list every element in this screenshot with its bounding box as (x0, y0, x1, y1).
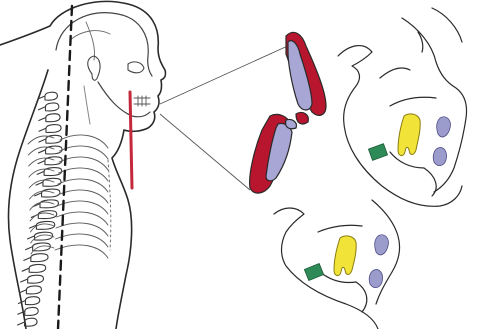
vertebra (28, 275, 44, 283)
teeth-row (134, 96, 150, 106)
red-plumb-line (130, 92, 132, 188)
vertebra (26, 286, 41, 294)
tendon-upper (296, 112, 308, 124)
connector-bottom (160, 114, 250, 190)
vertebra (35, 232, 53, 240)
pad-lower-1 (375, 235, 389, 255)
spinous-process (22, 268, 29, 271)
spinous-process (39, 128, 46, 131)
vertebra (45, 92, 58, 100)
profile-upper-lip-bottom (390, 152, 424, 168)
spinous-process (38, 161, 45, 164)
eye-socket (128, 62, 144, 73)
pad-upper-2 (433, 148, 446, 166)
sternum (108, 160, 111, 250)
spinous-process (39, 150, 46, 153)
vertebra (29, 264, 46, 272)
profile-lower-chin (356, 282, 367, 312)
vertebra (25, 318, 38, 326)
pad-lower-2 (369, 270, 382, 288)
band-upper (368, 144, 387, 161)
vertebra (40, 200, 58, 208)
profile-lower-lip-top (318, 225, 362, 232)
connector-top (160, 44, 292, 104)
spinous-process (18, 322, 25, 325)
rib-back (30, 202, 54, 210)
rib-cage (28, 135, 108, 258)
spinous-process (19, 290, 26, 293)
face-profile-closed-mouth-icon (274, 200, 400, 329)
spinous-process (26, 247, 33, 250)
spinous-process (37, 171, 44, 174)
spinous-process (39, 118, 46, 121)
vertebra (43, 178, 61, 186)
vertebra (46, 125, 61, 133)
spinous-process (24, 257, 31, 260)
rib (55, 245, 108, 258)
face-profile-open-mouth-icon (338, 8, 467, 206)
profile-upper-lip-top (390, 97, 436, 106)
spinous-process (36, 182, 43, 185)
spine-vertebrae (18, 92, 63, 326)
skull-suture (70, 22, 110, 60)
rib-back (31, 246, 54, 254)
vertebra (25, 307, 38, 315)
vertebra (45, 103, 58, 111)
vertebra (25, 297, 39, 305)
spinous-process (21, 279, 28, 282)
tooth-lower-1 (334, 236, 356, 276)
band-lower (304, 263, 323, 280)
vertebra (33, 243, 51, 251)
rib-back (30, 213, 54, 221)
muscle-detail-icon (250, 32, 326, 193)
tendon-lower (286, 119, 297, 128)
back-outline (8, 70, 48, 329)
skeleton-figure (0, 1, 166, 329)
dashed-reference-line (58, 6, 72, 329)
vertebra (46, 114, 60, 122)
spinous-process (39, 139, 46, 142)
vertebra (42, 189, 60, 197)
profile-upper-forehead (418, 8, 462, 52)
vertebra (31, 254, 48, 262)
pad-upper-1 (437, 117, 451, 137)
cervical-shadow (84, 86, 90, 124)
spinous-process (28, 236, 35, 239)
tooth-upper-1 (398, 114, 420, 156)
profile-upper-brow (380, 68, 410, 78)
spinous-process (38, 107, 45, 110)
